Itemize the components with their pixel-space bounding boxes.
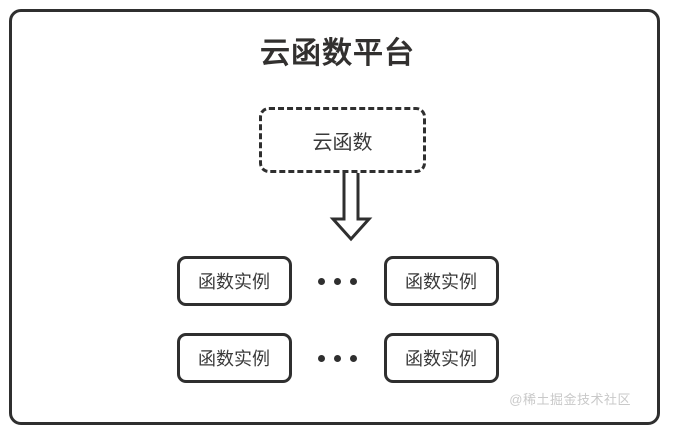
function-instance-label: 函数实例 [405,349,477,369]
function-instance-label: 函数实例 [405,272,477,292]
function-instance-box: 函数实例 [176,256,292,306]
cloud-function-platform-frame: 云函数平台 云函数 函数实例 函数实例 函数实例 [9,9,660,425]
instance-row: 函数实例 函数实例 [12,256,663,306]
instance-row: 函数实例 函数实例 [12,333,663,383]
page-title: 云函数平台 [260,37,415,70]
function-instance-box: 函数实例 [383,256,499,306]
ellipsis-dot [334,277,341,285]
function-instance-label: 函数实例 [198,272,270,292]
ellipsis-indicator [292,277,384,285]
ellipsis-dot [350,354,357,362]
function-instance-box: 函数实例 [383,333,499,383]
ellipsis-dot [318,277,325,285]
ellipsis-indicator [292,354,384,362]
ellipsis-dot [318,354,325,362]
ellipsis-dot [350,277,357,285]
down-arrow-icon [326,173,376,243]
ellipsis-dot [334,354,341,362]
cloud-function-label: 云函数 [312,131,373,154]
function-instance-label: 函数实例 [198,349,270,369]
cloud-function-node: 云函数 [259,107,426,173]
watermark: @稀土掘金技术社区 [509,392,631,407]
function-instance-box: 函数实例 [176,333,292,383]
